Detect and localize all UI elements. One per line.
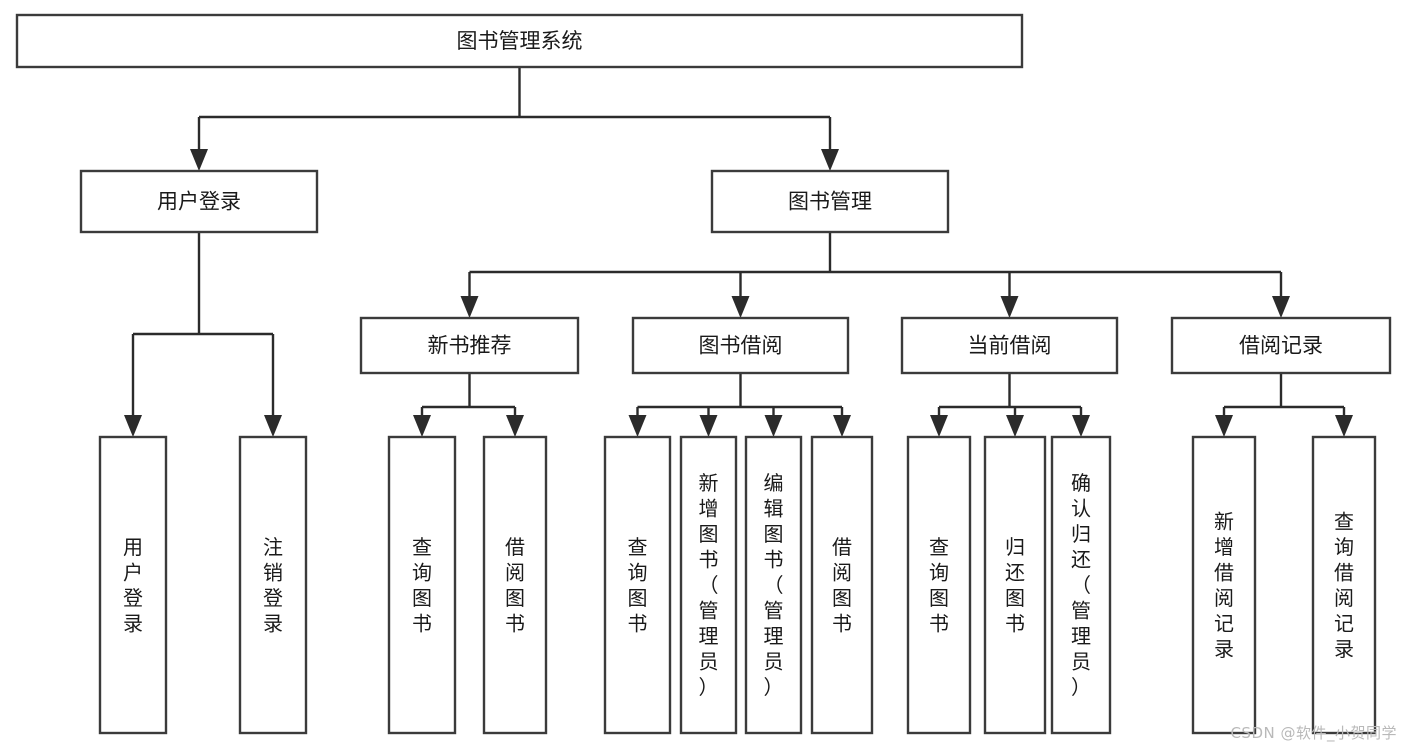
leaf-node-label: 借阅图书 <box>832 535 852 636</box>
leaf-node-label: 查询图书 <box>412 535 432 636</box>
leaf-node-12[interactable]: 新增借阅记录 <box>1191 435 1257 735</box>
arrow-head-icon <box>1000 296 1019 318</box>
leaf-node-label: 查询图书 <box>628 535 648 636</box>
leaf-node-label: 注销登录 <box>263 535 283 636</box>
level3-node-4[interactable]: 借阅记录 <box>1170 316 1392 375</box>
arrow-head-icon <box>1006 415 1024 437</box>
arrow-head-icon <box>764 415 783 437</box>
leaf-node-rect[interactable] <box>238 435 308 735</box>
leaf-node-rect[interactable] <box>1191 435 1257 735</box>
level2-node-1[interactable]: 用户登录 <box>79 169 319 234</box>
level2-node-2[interactable]: 图书管理 <box>710 169 950 234</box>
arrow-head-icon <box>628 415 647 437</box>
nodes-layer: 图书管理系统用户登录图书管理新书推荐图书借阅当前借阅借阅记录用户登录注销登录查询… <box>15 13 1392 735</box>
leaf-node-11[interactable]: 确认归还（管理员） <box>1050 435 1112 735</box>
arrow-head-icon <box>1335 415 1353 437</box>
level3-node-label: 当前借阅 <box>968 334 1052 358</box>
level3-node-rect[interactable] <box>1170 316 1392 375</box>
arrow-head-icon <box>699 415 718 437</box>
arrow-head-icon <box>1272 296 1290 318</box>
arrow-head-icon <box>1072 415 1090 437</box>
leaf-node-rect[interactable] <box>744 435 803 735</box>
leaf-node-13[interactable]: 查询借阅记录 <box>1311 435 1377 735</box>
leaf-node-rect[interactable] <box>906 435 972 735</box>
level3-node-label: 借阅记录 <box>1239 334 1323 358</box>
arrow-head-icon <box>460 296 479 318</box>
leaf-node-label: 新增借阅记录 <box>1214 509 1234 661</box>
leaf-node-2[interactable]: 注销登录 <box>238 435 308 735</box>
root-node-rect[interactable] <box>15 13 1024 69</box>
level3-node-label: 新书推荐 <box>428 334 512 358</box>
leaf-node-5[interactable]: 查询图书 <box>603 435 672 735</box>
leaf-node-label: 查询借阅记录 <box>1334 509 1354 661</box>
arrow-head-icon <box>731 296 750 318</box>
leaf-node-4[interactable]: 借阅图书 <box>482 435 548 735</box>
leaf-node-rect[interactable] <box>1311 435 1377 735</box>
leaf-node-label: 归还图书 <box>1005 535 1025 636</box>
leaf-node-label: 新增图书（管理员） <box>699 471 719 699</box>
leaf-node-8[interactable]: 借阅图书 <box>810 435 874 735</box>
leaf-node-rect[interactable] <box>603 435 672 735</box>
level2-node-rect[interactable] <box>710 169 950 234</box>
leaf-node-3[interactable]: 查询图书 <box>387 435 457 735</box>
arrow-head-icon <box>821 149 839 171</box>
arrow-head-icon <box>930 415 948 437</box>
leaf-node-9[interactable]: 查询图书 <box>906 435 972 735</box>
level2-node-label: 用户登录 <box>157 190 241 214</box>
root-node-1[interactable]: 图书管理系统 <box>15 13 1024 69</box>
level3-node-label: 图书借阅 <box>699 334 783 358</box>
leaf-node-10[interactable]: 归还图书 <box>983 435 1047 735</box>
arrow-head-icon <box>190 149 208 171</box>
leaf-node-6[interactable]: 新增图书（管理员） <box>679 435 738 735</box>
root-node-label: 图书管理系统 <box>457 29 583 53</box>
arrow-head-icon <box>264 415 282 437</box>
leaf-node-rect[interactable] <box>679 435 738 735</box>
leaf-node-rect[interactable] <box>98 435 168 735</box>
level3-node-rect[interactable] <box>631 316 850 375</box>
level3-node-1[interactable]: 新书推荐 <box>359 316 580 375</box>
leaf-node-rect[interactable] <box>387 435 457 735</box>
leaf-node-1[interactable]: 用户登录 <box>98 435 168 735</box>
level3-node-rect[interactable] <box>359 316 580 375</box>
leaf-node-rect[interactable] <box>1050 435 1112 735</box>
level3-node-2[interactable]: 图书借阅 <box>631 316 850 375</box>
level3-node-rect[interactable] <box>900 316 1119 375</box>
arrow-head-icon <box>413 415 431 437</box>
watermark-text: CSDN @软件_小贺同学 <box>1230 724 1397 742</box>
leaf-node-rect[interactable] <box>810 435 874 735</box>
leaf-node-rect[interactable] <box>482 435 548 735</box>
leaf-node-label: 编辑图书（管理员） <box>764 471 784 699</box>
leaf-node-label: 用户登录 <box>123 535 143 636</box>
level3-node-3[interactable]: 当前借阅 <box>900 316 1119 375</box>
leaf-node-7[interactable]: 编辑图书（管理员） <box>744 435 803 735</box>
arrow-head-icon <box>833 415 851 437</box>
leaf-node-rect[interactable] <box>983 435 1047 735</box>
arrow-head-icon <box>506 415 524 437</box>
arrow-head-icon <box>124 415 142 437</box>
leaf-node-label: 确认归还（管理员） <box>1071 471 1091 699</box>
leaf-node-label: 借阅图书 <box>505 535 525 636</box>
leaf-node-label: 查询图书 <box>929 535 949 636</box>
level2-node-rect[interactable] <box>79 169 319 234</box>
connectors-layer <box>124 67 1353 437</box>
arrow-head-icon <box>1215 415 1233 437</box>
level2-node-label: 图书管理 <box>788 190 872 214</box>
